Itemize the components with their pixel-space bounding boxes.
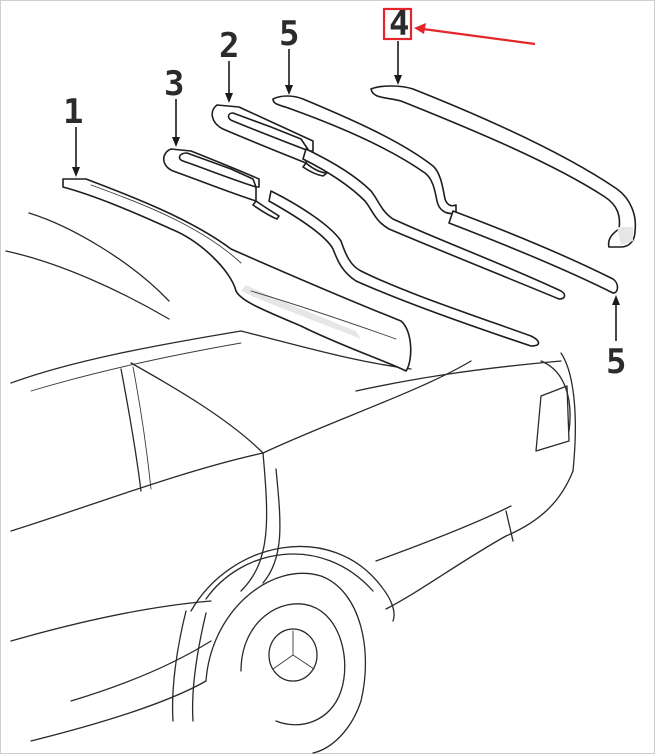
highlight-arrow-head-icon (414, 23, 426, 34)
callout-1: 1 (63, 92, 83, 132)
part-5-upper-seal (272, 95, 619, 294)
callout-5-lower: 5 (606, 342, 626, 382)
callout-3: 3 (164, 64, 184, 104)
callout-2: 2 (219, 26, 239, 66)
part-1-trunk-seal-panel (62, 178, 412, 372)
highlight-box (382, 7, 413, 41)
highlight-arrow-line (422, 27, 536, 46)
leader-lines (72, 41, 620, 341)
part-2-seal-strip (211, 104, 566, 300)
callout-4-highlight: 4 (382, 4, 536, 46)
part-3-seal-strip (162, 148, 540, 347)
callout-5-upper: 5 (279, 14, 299, 54)
mercedes-star-icon (272, 630, 315, 670)
car-body (5, 212, 576, 754)
part-4-top-seal (370, 85, 637, 248)
callout-4: 4 (389, 4, 409, 44)
